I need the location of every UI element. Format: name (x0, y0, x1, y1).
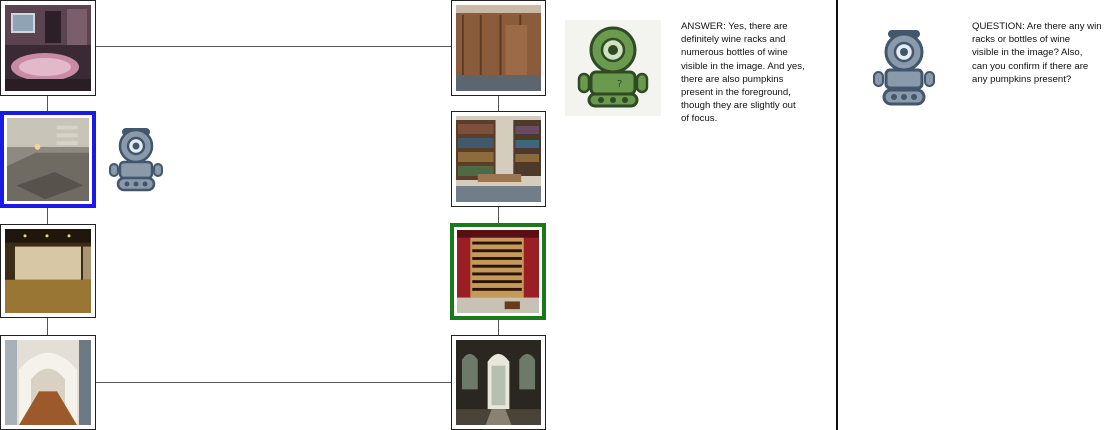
node-home-theater[interactable] (0, 0, 96, 96)
node-stairway-current[interactable] (0, 111, 96, 208)
edge-home-theater-to-wood-paneled-room (95, 46, 452, 47)
answer-text: ANSWER: Yes, there are definitely wine r… (681, 21, 805, 125)
arched-hallway-image (5, 340, 91, 425)
edge-left-3 (47, 317, 48, 335)
empty-basement-image (5, 229, 91, 313)
question-text: QUESTION: Are there any win racks or bot… (972, 21, 1102, 85)
edge-arched-hallway-to-window-alcove (95, 382, 452, 383)
panel-divider (836, 0, 838, 430)
edge-right-1 (498, 95, 499, 112)
window-alcove-image (456, 340, 541, 425)
node-library[interactable] (451, 111, 546, 207)
questioner-robot-icon (872, 28, 936, 108)
home-theater-image (5, 5, 91, 91)
wine-cellar-image (457, 230, 539, 313)
library-image (456, 116, 541, 202)
agent-robot-icon (108, 126, 164, 192)
edge-right-3 (498, 319, 499, 336)
stairway-image (7, 118, 89, 201)
svg-text:?: ? (617, 79, 622, 90)
node-wine-cellar-target[interactable] (450, 223, 546, 320)
node-empty-basement[interactable] (0, 224, 96, 318)
edge-left-2 (47, 207, 48, 225)
node-wood-paneled-room[interactable] (451, 0, 546, 96)
node-arched-hallway[interactable] (0, 335, 96, 430)
edge-left-1 (47, 95, 48, 112)
edge-right-2 (498, 206, 499, 223)
wood-paneled-room-image (456, 5, 541, 91)
node-window-alcove[interactable] (451, 335, 546, 430)
answerer-robot-icon: ? (565, 20, 661, 116)
